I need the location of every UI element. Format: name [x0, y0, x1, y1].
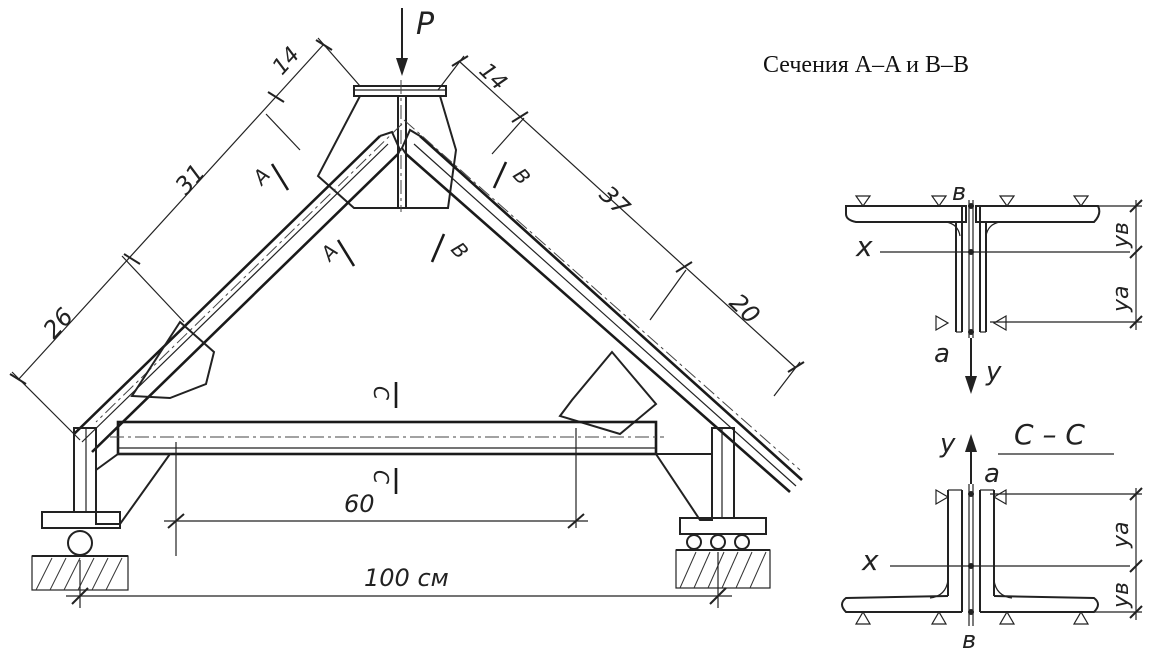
section-ab [845, 195, 1143, 394]
section-mark-b-upper-label: B [508, 163, 535, 189]
section-ab-x-axis: x [855, 230, 873, 263]
dim-right-lower: 20 [724, 288, 765, 329]
section-ab-dim-bottom: ya [1109, 285, 1134, 313]
section-mark-a [270, 163, 356, 267]
dim-span: 100 см [364, 564, 449, 592]
top-gusset [316, 80, 458, 212]
dim-right-top: 14 [474, 58, 512, 95]
section-cc [841, 434, 1143, 626]
section-cc-label: C – C [1014, 418, 1085, 451]
right-rafter [400, 119, 803, 493]
dim-left-top: 14 [268, 42, 305, 80]
section-ab-dim-top: yв [1109, 222, 1134, 249]
dimension-100 [66, 552, 732, 608]
right-support [654, 427, 771, 589]
load-label: P [416, 7, 435, 42]
section-mark-c-upper-label: C [369, 386, 393, 400]
sections-title: Сечения A–A и B–B [763, 52, 969, 78]
section-mark-b-lower-label: B [446, 237, 473, 263]
dimension-right [437, 55, 805, 397]
section-mark-c-lower-label: C [369, 470, 393, 484]
section-cc-y-axis: y [939, 429, 956, 459]
section-ab-y-axis: y [985, 357, 1002, 387]
dimension-left [9, 37, 361, 441]
section-ab-top-point: в [952, 178, 966, 206]
section-cc-bottom-point: в [962, 626, 976, 654]
section-cc-dim-top: ya [1109, 521, 1134, 549]
left-support [31, 427, 172, 591]
section-mark-a-upper-label: A [247, 163, 275, 191]
dim-left-lower: 26 [38, 303, 79, 344]
section-cc-top-point: a [984, 459, 1000, 489]
dim-bottom-inner: 60 [344, 490, 375, 518]
section-mark-b [430, 161, 508, 263]
left-rafter [73, 123, 403, 453]
section-ab-bottom-point: a [934, 339, 950, 369]
section-cc-x-axis: x [861, 544, 879, 577]
section-cc-dim-bottom: yв [1109, 582, 1134, 609]
dim-left-upper: 31 [170, 159, 211, 200]
bottom-chord [110, 420, 664, 456]
dimension-60 [164, 428, 588, 556]
load-arrow [396, 8, 408, 76]
